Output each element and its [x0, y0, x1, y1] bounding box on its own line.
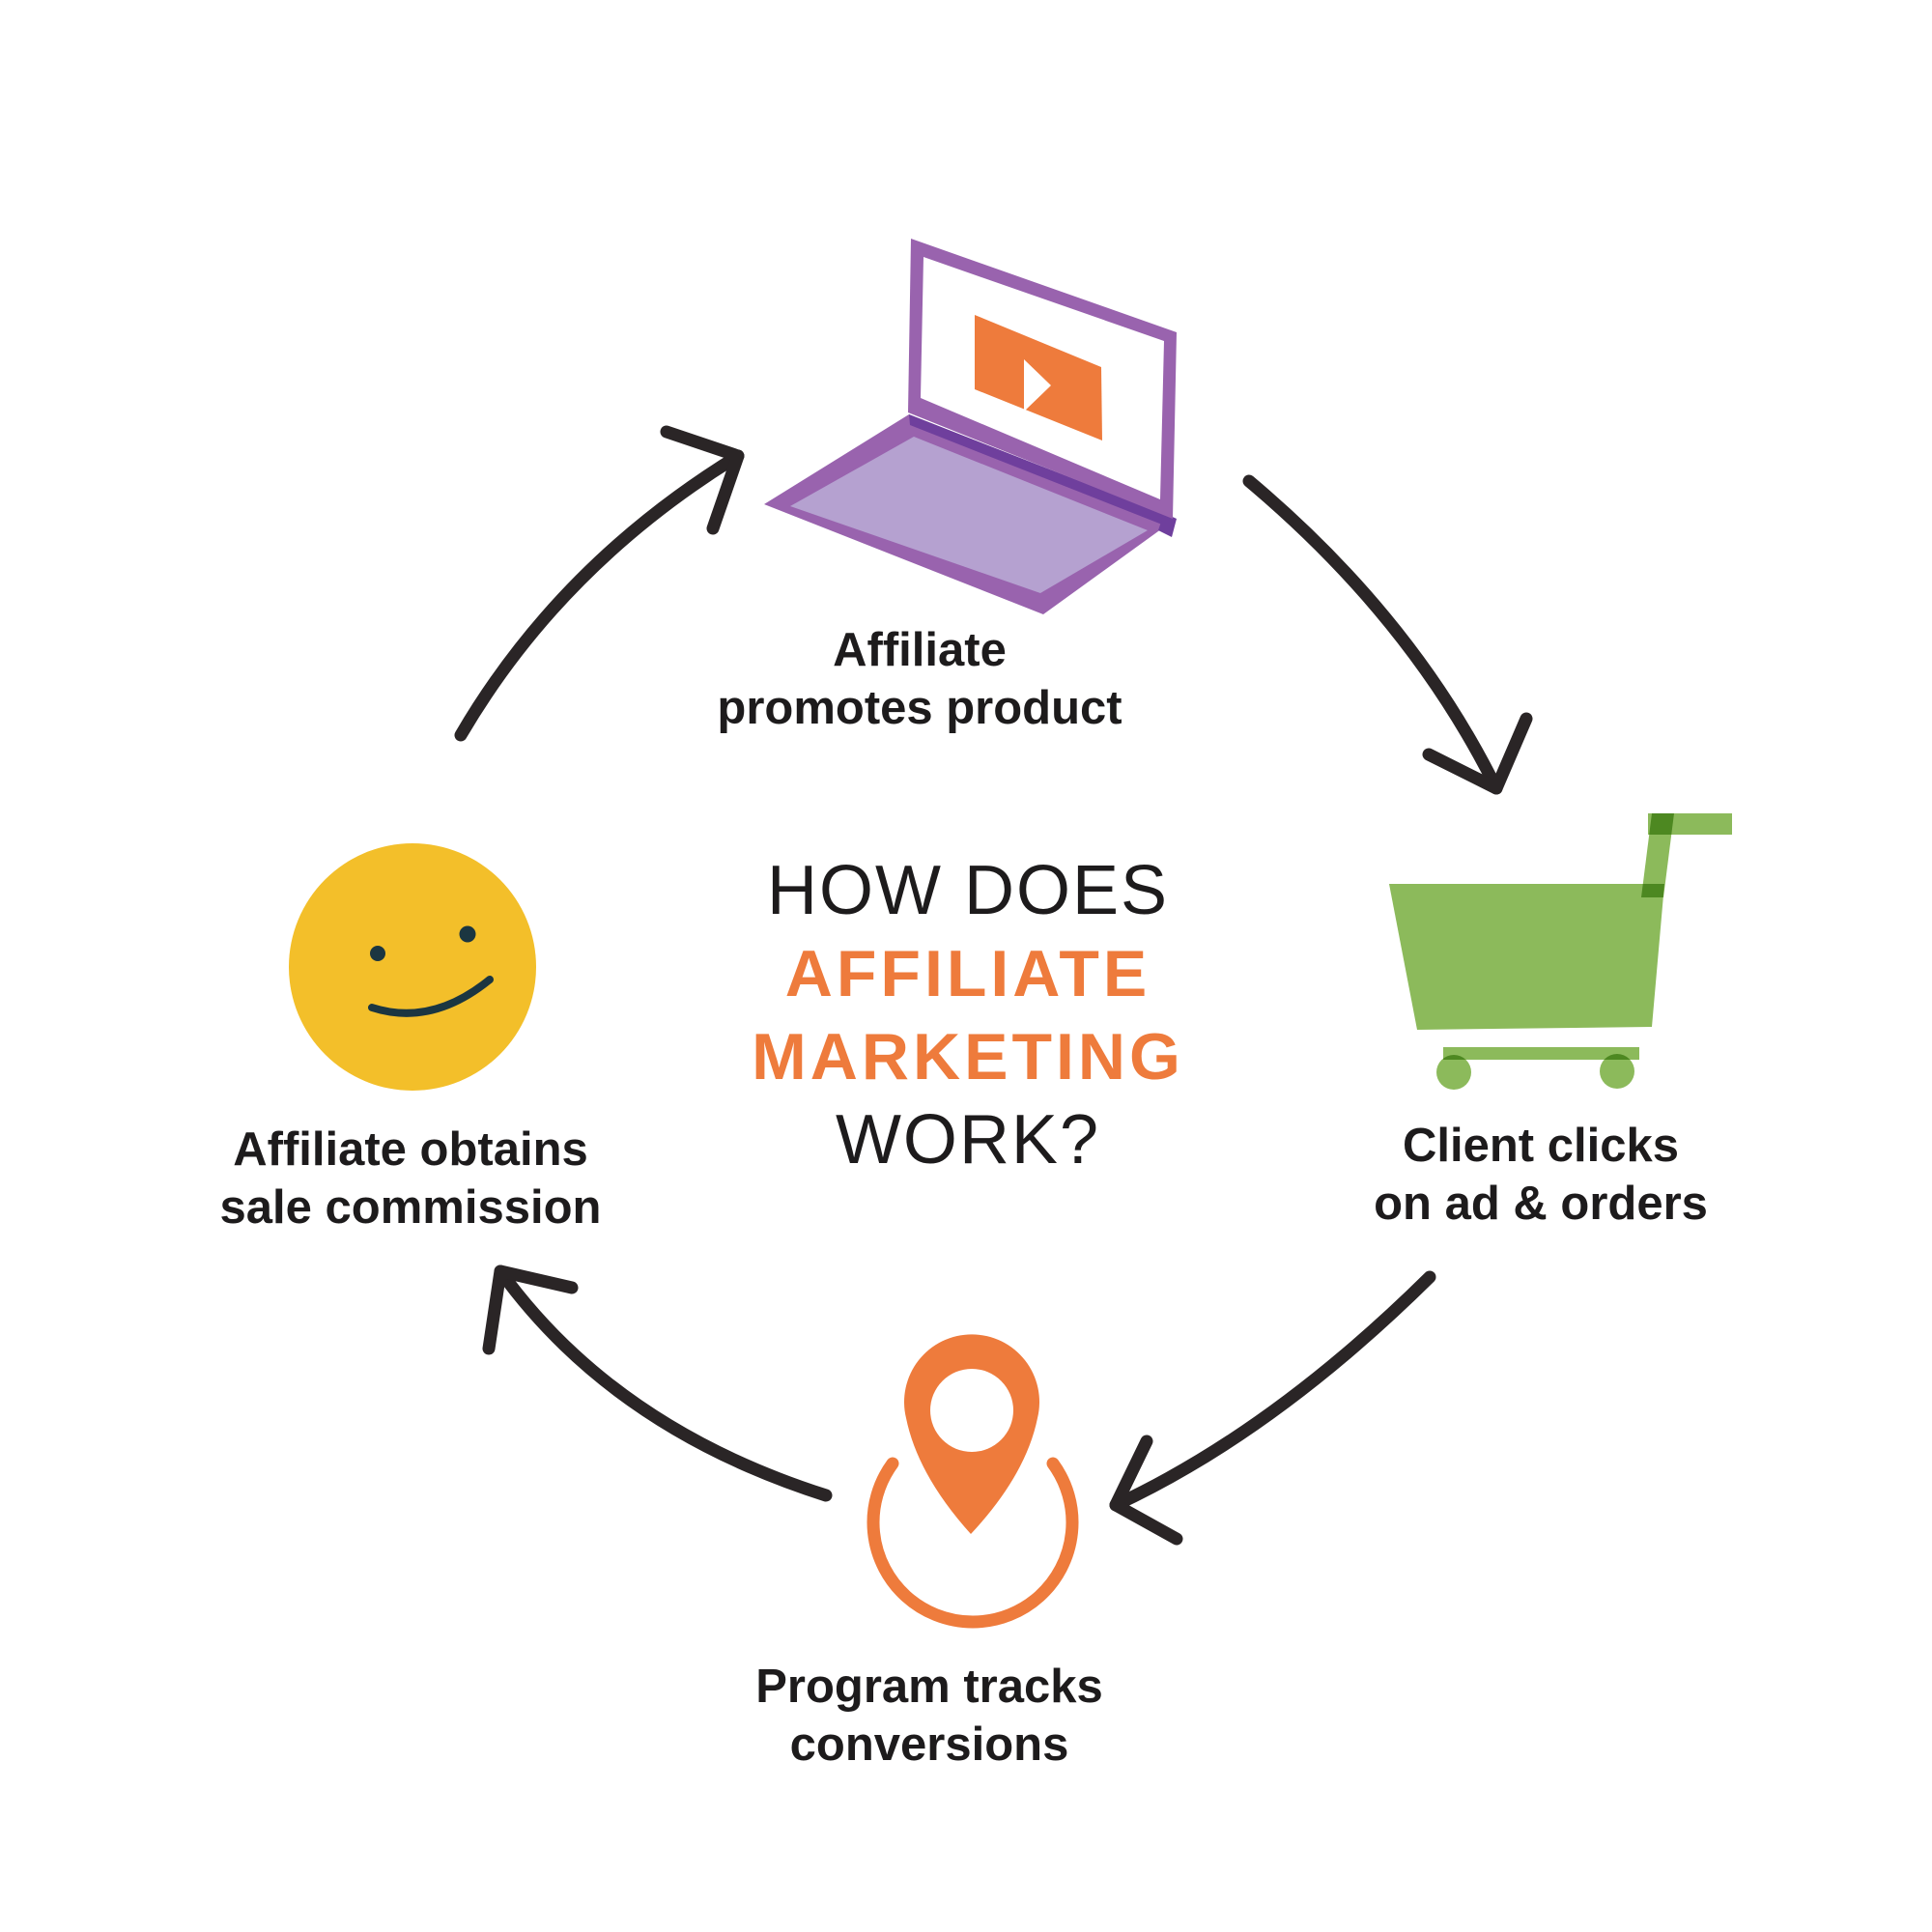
cart-wheel-left — [1436, 1055, 1471, 1090]
smiley-mouth — [368, 976, 494, 1017]
arrow-laptop-to-cart — [1242, 474, 1533, 795]
laptop-hinge-nub — [1158, 513, 1177, 537]
arrowhead-icon — [1422, 712, 1533, 795]
title-line: WORK? — [835, 1101, 1101, 1179]
title-line: HOW DOES — [766, 852, 1170, 929]
laptop-keyboard-surface — [790, 437, 1148, 593]
arrow-curve — [454, 449, 745, 742]
step-label-line: promotes product — [717, 682, 1122, 734]
pin-ground-arc — [867, 1457, 1079, 1629]
step-label-line: Program tracks — [755, 1661, 1103, 1713]
step-label-affiliate-obtains: Affiliate obtains sale commission — [220, 1121, 602, 1236]
smiley-face — [289, 843, 536, 1091]
arrow-pin-to-smiley — [482, 1264, 833, 1502]
cart-handle-bar — [1648, 813, 1732, 835]
cart-axle-bar — [1443, 1047, 1639, 1060]
arrowhead-icon — [1109, 1435, 1183, 1546]
cart-basket — [1389, 884, 1664, 1030]
title-line-accent: AFFILIATE — [784, 937, 1151, 1010]
laptop-video-icon — [764, 239, 1177, 614]
arrow-cart-to-pin — [1109, 1270, 1436, 1546]
laptop-hinge-stripe — [909, 414, 1176, 525]
arrow-smiley-to-laptop — [454, 425, 745, 742]
step-label-program-tracks: Program tracks conversions — [755, 1658, 1103, 1774]
step-label-line: sale commission — [219, 1181, 602, 1234]
smiley-face-icon — [289, 843, 536, 1091]
arrow-curve — [1242, 474, 1503, 795]
location-pin-icon — [867, 1334, 1079, 1629]
step-label-line: Client clicks — [1403, 1120, 1679, 1172]
smiley-eye-right — [459, 925, 476, 943]
smiley-eye-left — [370, 946, 385, 961]
step-label-line: Affiliate — [833, 624, 1007, 676]
step-label-affiliate-promotes: Affiliate promotes product — [717, 621, 1122, 737]
shopping-cart-icon — [1389, 813, 1732, 1090]
cart-wheel-right — [1600, 1054, 1634, 1089]
step-label-line: Affiliate obtains — [233, 1123, 588, 1176]
arrow-curve — [494, 1264, 833, 1502]
center-title: HOW DOES AFFILIATE MARKETING WORK? — [752, 849, 1184, 1181]
arrowhead-icon — [482, 1264, 579, 1355]
play-triangle-icon — [1024, 359, 1051, 412]
pin-hole — [930, 1369, 1013, 1452]
title-line-accent: MARKETING — [752, 1020, 1184, 1094]
arrowhead-icon — [660, 425, 745, 535]
step-label-line: conversions — [789, 1719, 1069, 1771]
arrow-curve — [1109, 1270, 1436, 1512]
step-label-line: on ad & orders — [1374, 1178, 1708, 1230]
step-label-client-clicks: Client clicks on ad & orders — [1374, 1117, 1708, 1233]
